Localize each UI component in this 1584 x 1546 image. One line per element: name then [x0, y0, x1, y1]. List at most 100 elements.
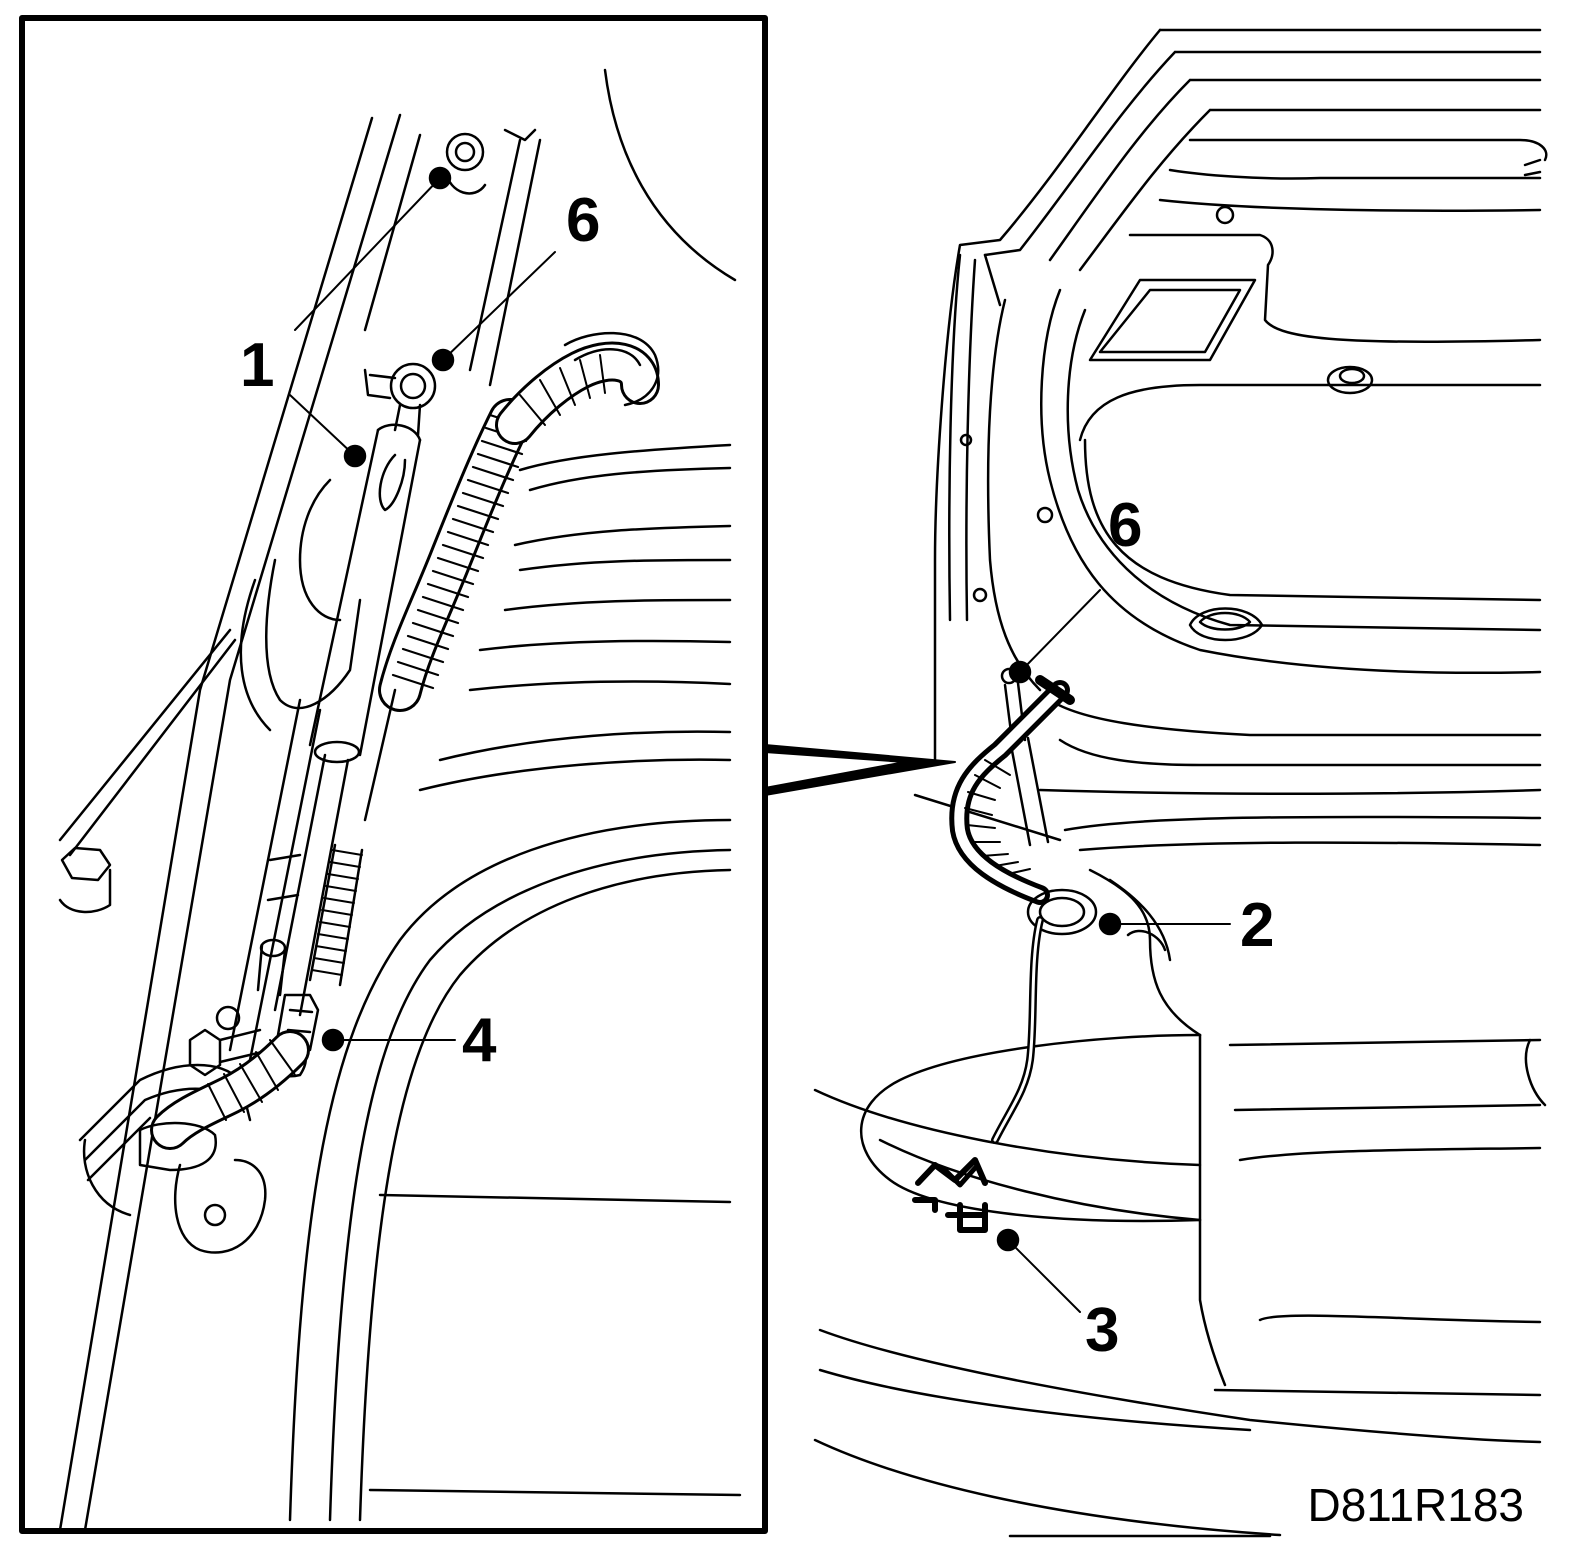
inset-panel-line	[530, 468, 730, 490]
bracket-pin-head	[261, 940, 285, 956]
bolt-head-top-inner	[456, 143, 474, 161]
callout-inset-1: 1	[240, 331, 275, 400]
leader-line-main-6	[1020, 590, 1100, 672]
inset-panel-line	[515, 526, 730, 545]
body-line	[1526, 1040, 1545, 1105]
lid-slot-outer	[1190, 609, 1262, 641]
strut-upper-body	[310, 430, 420, 755]
lower-bracket-foot	[175, 1160, 265, 1253]
trunk-sweep	[915, 795, 1060, 840]
hex-bolt-left-base	[60, 870, 110, 912]
leader-line-inset-1b	[290, 395, 355, 456]
bolt-washer	[445, 170, 485, 193]
inset-harness-bend-ribs	[520, 355, 605, 425]
cable-harness-core	[959, 690, 1060, 895]
trunk-floor-line	[1040, 790, 1540, 794]
inset-harness-plug	[565, 333, 658, 405]
strut-bellows-edge	[310, 845, 362, 985]
leader-dot-inset-1b	[345, 446, 365, 466]
cable-wire-core	[995, 920, 1040, 1140]
bumper-line-1	[820, 1330, 1540, 1442]
inset-panel-line	[440, 732, 730, 760]
hinge-rail-inner-4	[505, 130, 535, 140]
strut-collar	[315, 742, 359, 762]
figure-reference-code: D811R183	[1307, 1479, 1524, 1531]
body-line	[1260, 1316, 1540, 1322]
leader-dot-inset-6	[433, 350, 453, 370]
body-line	[1230, 1040, 1540, 1160]
bumper-line-4	[1215, 1390, 1540, 1395]
leader-dot-main-6	[1010, 662, 1030, 682]
cable-harness-ribs	[965, 760, 1030, 874]
inset-harness-thin	[365, 690, 395, 820]
callout-main-6: 6	[1108, 491, 1143, 560]
lid-outer-contour	[935, 30, 1160, 760]
lid-edge-mark	[1525, 160, 1540, 175]
inset-harness-lower-core	[170, 1050, 290, 1130]
cable-connector	[1040, 680, 1070, 700]
lower-bracket-3	[88, 1118, 150, 1180]
inset-arch-inner	[360, 870, 730, 1520]
hinge-arm-long	[230, 700, 320, 1060]
trunk-floor-line-3	[1080, 843, 1540, 850]
trunk-bracket	[1128, 931, 1165, 950]
lid-rib-2	[1170, 170, 1540, 178]
bracket-slot	[268, 855, 300, 900]
lid-inner-contour-2	[1050, 80, 1540, 260]
hinge-rail-outer	[85, 115, 400, 1530]
strut-neck	[395, 405, 420, 435]
leader-line-main-3	[1008, 1240, 1080, 1312]
inset-panel-line	[480, 641, 730, 650]
bolt-head-top	[447, 134, 483, 170]
lid-hole	[974, 589, 986, 601]
trunk-lid-view	[815, 30, 1546, 1536]
lid-left-rail	[949, 255, 1000, 620]
hex-bolt-left	[62, 848, 110, 880]
leader-line-inset-6	[443, 252, 555, 360]
inset-panel-line	[520, 560, 730, 570]
cable-grommet	[1028, 890, 1096, 934]
hinge-rail-outer-2	[60, 118, 372, 1530]
lid-hole	[961, 435, 971, 445]
leader-dot-inset-4	[323, 1030, 343, 1050]
tail-lamp-edge	[1200, 1035, 1225, 1385]
lower-bracket-bottom	[84, 1140, 130, 1215]
bracket-bolt	[190, 1030, 220, 1075]
tail-lamp-line-2	[880, 1140, 1200, 1220]
lid-panel-upper	[1130, 235, 1540, 342]
lid-inner-sweep-2	[1068, 310, 1540, 630]
hinge-plate	[266, 560, 360, 708]
bumper-line-2	[820, 1370, 1250, 1430]
hinge-rail-inner-3	[490, 140, 540, 385]
lid-bottom-edge	[1060, 740, 1540, 765]
lid-rib-1	[1190, 140, 1546, 160]
trunk-side-curve	[1090, 870, 1200, 1035]
lid-panel-cutout-inner	[1100, 290, 1240, 352]
tail-lamp-housing	[861, 1035, 1200, 1221]
inset-harness-lower-ribs	[208, 1040, 295, 1120]
lid-slot	[1200, 613, 1250, 630]
warning-label-bolt	[945, 1168, 975, 1185]
callout-main-2: 2	[1240, 891, 1275, 960]
inset-floor-line	[380, 1195, 730, 1202]
inset-harness-bend-core	[515, 362, 640, 425]
hinge-rail-inner	[365, 135, 420, 330]
strut-bellows	[312, 850, 362, 975]
bracket-bolt-shank	[220, 1030, 262, 1062]
inset-panel-line	[420, 760, 730, 790]
lid-inner-sweep	[1041, 290, 1540, 673]
strut-pin	[365, 370, 395, 398]
lid-inner-contour-3	[1080, 110, 1540, 270]
leader-line-inset-1a	[295, 178, 440, 330]
lid-inner-contour-1	[985, 52, 1540, 255]
trunk-floor-line-2	[1065, 817, 1540, 830]
bumper-line-3	[815, 1440, 1280, 1535]
hinge-strap	[60, 630, 230, 840]
strut-upper-body-end	[378, 425, 420, 440]
inset-panel-line	[520, 445, 730, 470]
inset-panel-line	[470, 682, 730, 690]
cable-grommet-inner	[1040, 898, 1084, 926]
strut-end-fitting	[380, 455, 405, 510]
hinge-plate-2	[241, 580, 270, 730]
